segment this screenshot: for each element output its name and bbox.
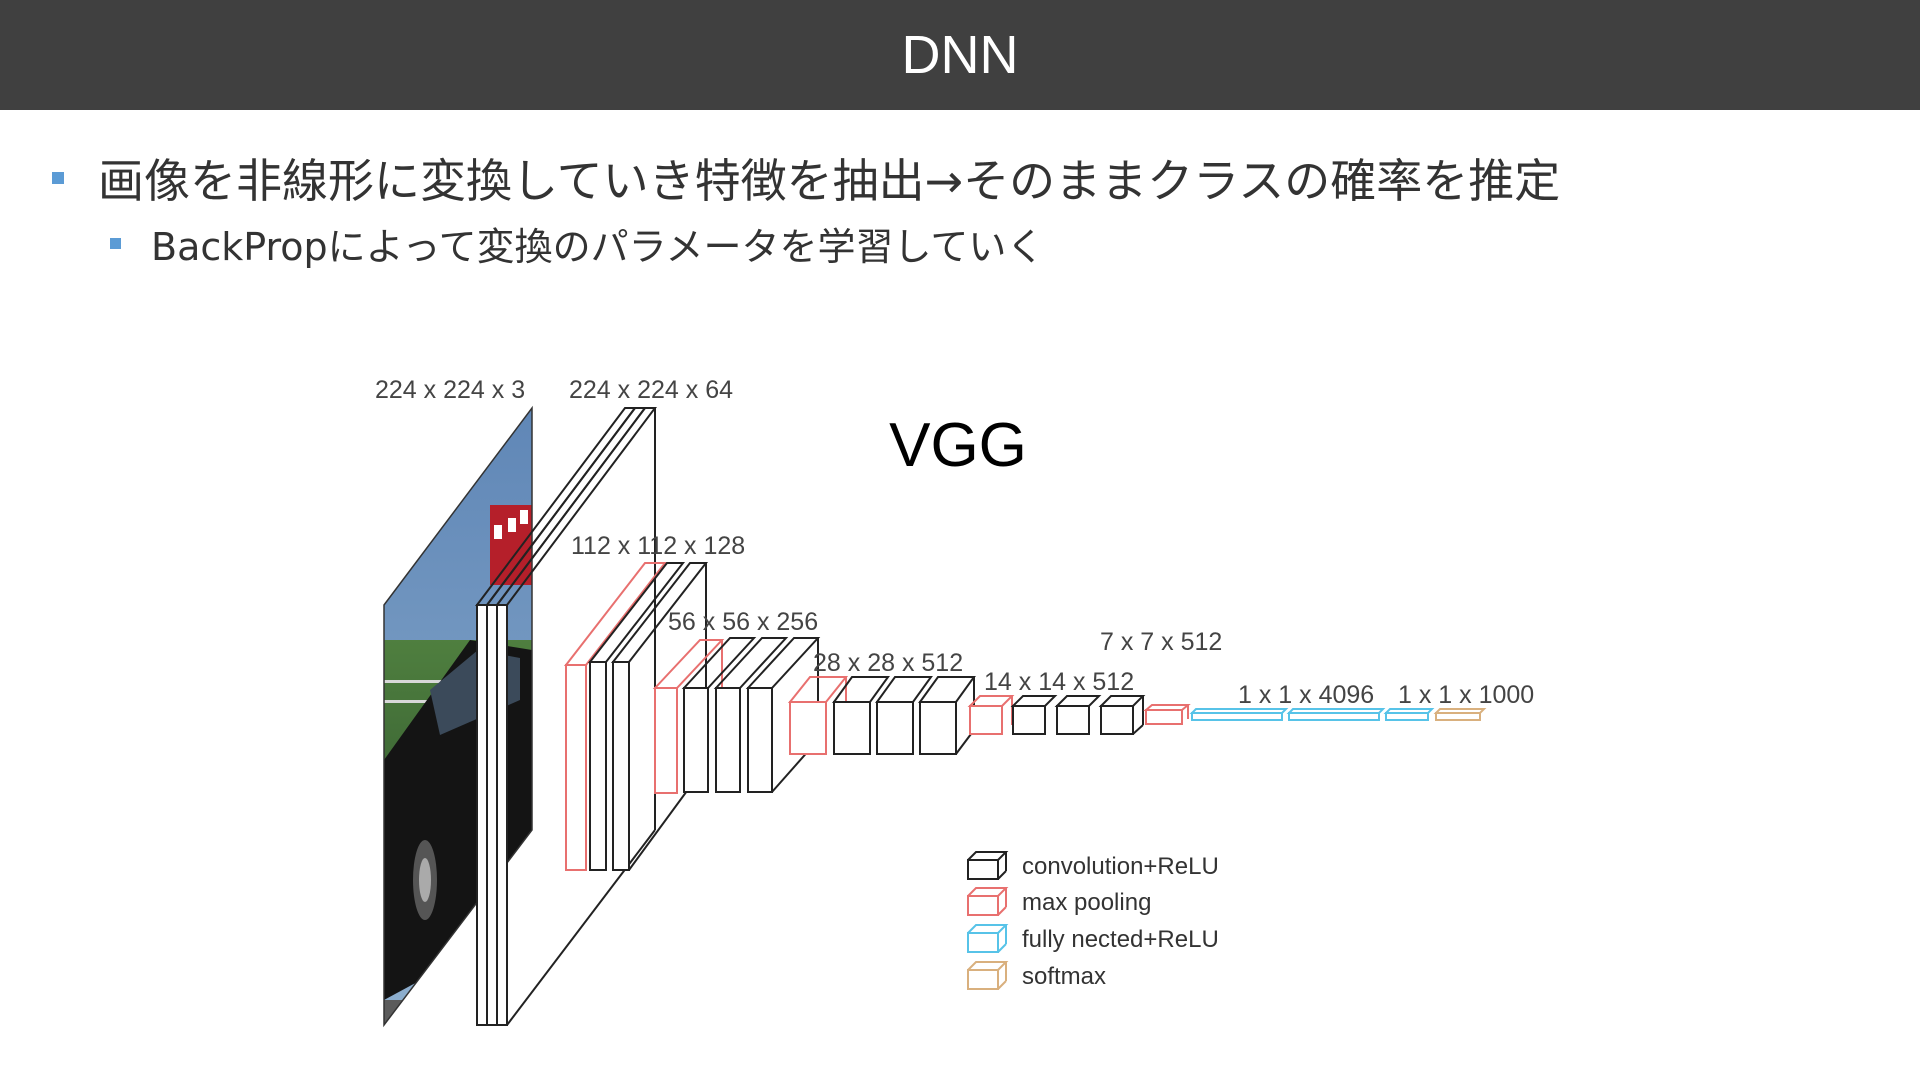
diagram-title: VGG <box>889 411 1027 480</box>
conv4-block <box>787 676 976 755</box>
bullet-level-1: 画像を非線形に変換していき特徴を抽出→そのままクラスの確率を推定 <box>52 148 1560 208</box>
bullet-level-2: BackPropによって変換のパラメータを学習していく <box>110 218 1045 269</box>
legend-item: max pooling <box>967 887 1151 916</box>
legend-item: fully nected+ReLU <box>967 924 1219 953</box>
conv2-block <box>563 562 709 871</box>
fc-blocks <box>1189 708 1435 721</box>
fully-connected-cube-icon <box>967 924 1009 953</box>
softmax-block <box>1433 708 1487 721</box>
slide-title: DNN <box>901 25 1019 85</box>
stage-label: 224 x 224 x 3 <box>375 376 525 404</box>
legend: convolution+ReLU max pooling fully necte… <box>967 851 1219 990</box>
stage-label: 1 x 1 x 4096 <box>1238 681 1374 709</box>
conv1-block <box>474 407 658 1026</box>
bullet-text: BackPropによって変換のパラメータを学習していく <box>151 224 1045 269</box>
stage-label: 112 x 112 x 128 <box>571 532 745 560</box>
conv3-block <box>652 637 821 794</box>
bullet-square-icon <box>52 172 64 184</box>
stage-label: 28 x 28 x 512 <box>813 649 963 677</box>
stage-label: 56 x 56 x 256 <box>668 608 818 636</box>
legend-label: fully nected+ReLU <box>1022 926 1219 953</box>
legend-label: max pooling <box>1022 889 1151 916</box>
conv-relu-cube-icon <box>967 851 1009 880</box>
car-photo-icon <box>383 405 533 1028</box>
legend-label: softmax <box>1022 963 1106 990</box>
legend-item: softmax <box>967 961 1106 990</box>
stage-label: 1 x 1 x 1000 <box>1398 681 1534 709</box>
pool5-block <box>1143 704 1191 725</box>
conv5-block <box>967 695 1146 735</box>
stage-label: 224 x 224 x 64 <box>569 376 733 404</box>
softmax-cube-icon <box>967 961 1009 990</box>
stage-label: 14 x 14 x 512 <box>984 668 1134 696</box>
max-pooling-cube-icon <box>967 887 1009 916</box>
bullet-square-icon <box>110 237 121 249</box>
stage-label: 7 x 7 x 512 <box>1100 628 1222 656</box>
bullet-text: 画像を非線形に変換していき特徴を抽出→そのままクラスの確率を推定 <box>98 154 1561 208</box>
title-bar: DNN <box>0 0 1920 110</box>
legend-item: convolution+ReLU <box>967 851 1219 880</box>
legend-label: convolution+ReLU <box>1022 853 1219 880</box>
